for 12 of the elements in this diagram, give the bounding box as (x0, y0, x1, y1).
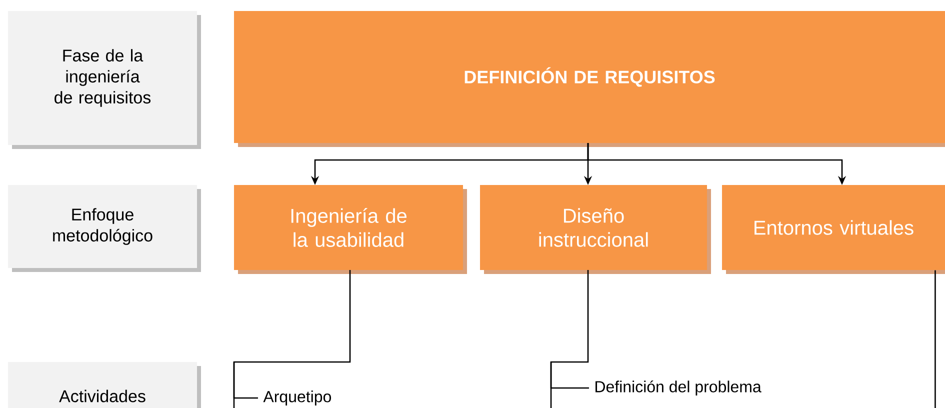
label-box: Actividades (8, 362, 201, 408)
process-box: Entornos virtuales (722, 185, 945, 274)
list-item: Definición del problema (596, 380, 762, 396)
header-box: DEFINICIÓN DE REQUISITOS (234, 11, 945, 147)
list-item: Arquetipo (263, 390, 331, 406)
connector (934, 270, 936, 408)
label-box: Enfoque metodológico (8, 185, 201, 272)
connector (550, 270, 589, 389)
process-box: Ingeniería de la usabilidad (234, 185, 467, 274)
connector (233, 270, 351, 399)
label-box: Fase de la ingeniería de requisitos (8, 11, 201, 149)
process-box: Diseño instruccional (480, 185, 711, 274)
